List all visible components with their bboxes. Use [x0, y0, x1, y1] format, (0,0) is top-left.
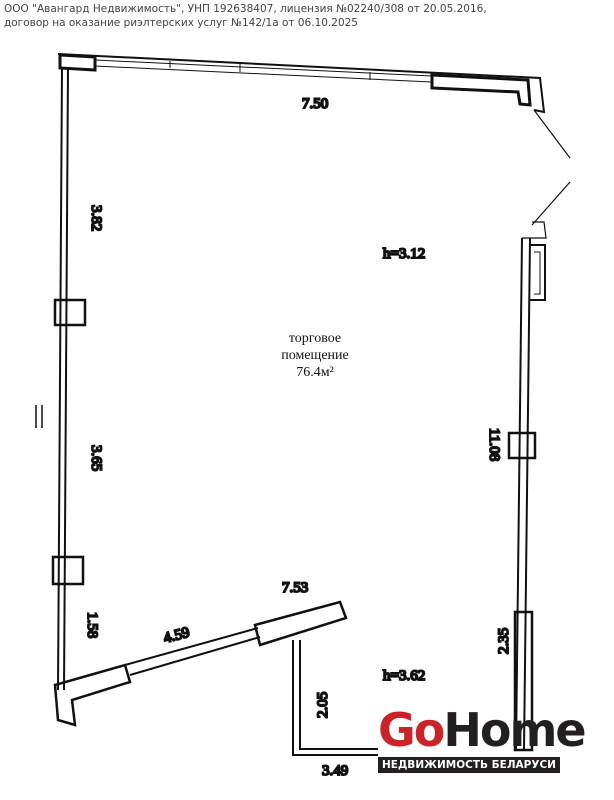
dim-left-middle: 3.65: [88, 445, 104, 471]
dim-diagonal-part: 4.59: [162, 625, 191, 647]
right-wall: [507, 237, 546, 752]
room-name-2: помещение: [281, 348, 349, 363]
dim-top: 7.50: [302, 96, 328, 112]
height-main: h=3.12: [383, 246, 425, 262]
dim-diagonal-total: 7.53: [282, 580, 308, 596]
bottom-diagonal-wall: [53, 600, 348, 727]
dim-right: 11.08: [486, 428, 502, 461]
room-label: торговое помещение 76.4м²: [240, 330, 390, 381]
room-area: 76.4м²: [296, 365, 334, 380]
dim-left-upper: 3.82: [88, 205, 104, 231]
height-annex: h=3.62: [383, 668, 425, 684]
top-wall: [57, 53, 546, 114]
dim-bottom-right: 2.35: [496, 628, 512, 654]
dim-partition: 2.05: [315, 692, 331, 718]
partition-wall: [292, 640, 378, 756]
header-line-1: ООО "Авангард Недвижимость", УНП 1926384…: [4, 3, 487, 15]
left-wall: [35, 67, 87, 691]
room-name-1: торговое: [288, 331, 342, 346]
dim-left-lower: 1.58: [84, 612, 100, 638]
gohome-logo: GoHome НЕДВИЖИМОСТЬ БЕЛАРУСИ: [378, 703, 587, 773]
dim-bottom: 3.49: [322, 763, 348, 779]
agency-header: ООО "Авангард Недвижимость", УНП 1926384…: [4, 2, 487, 30]
logo-home: Home: [443, 703, 586, 757]
header-line-2: договор на оказание риэлтерских услуг №1…: [4, 17, 358, 29]
entrance-door: [522, 109, 571, 239]
logo-go: Go: [378, 703, 445, 757]
logo-tagline: НЕДВИЖИМОСТЬ БЕЛАРУСИ: [378, 757, 560, 773]
